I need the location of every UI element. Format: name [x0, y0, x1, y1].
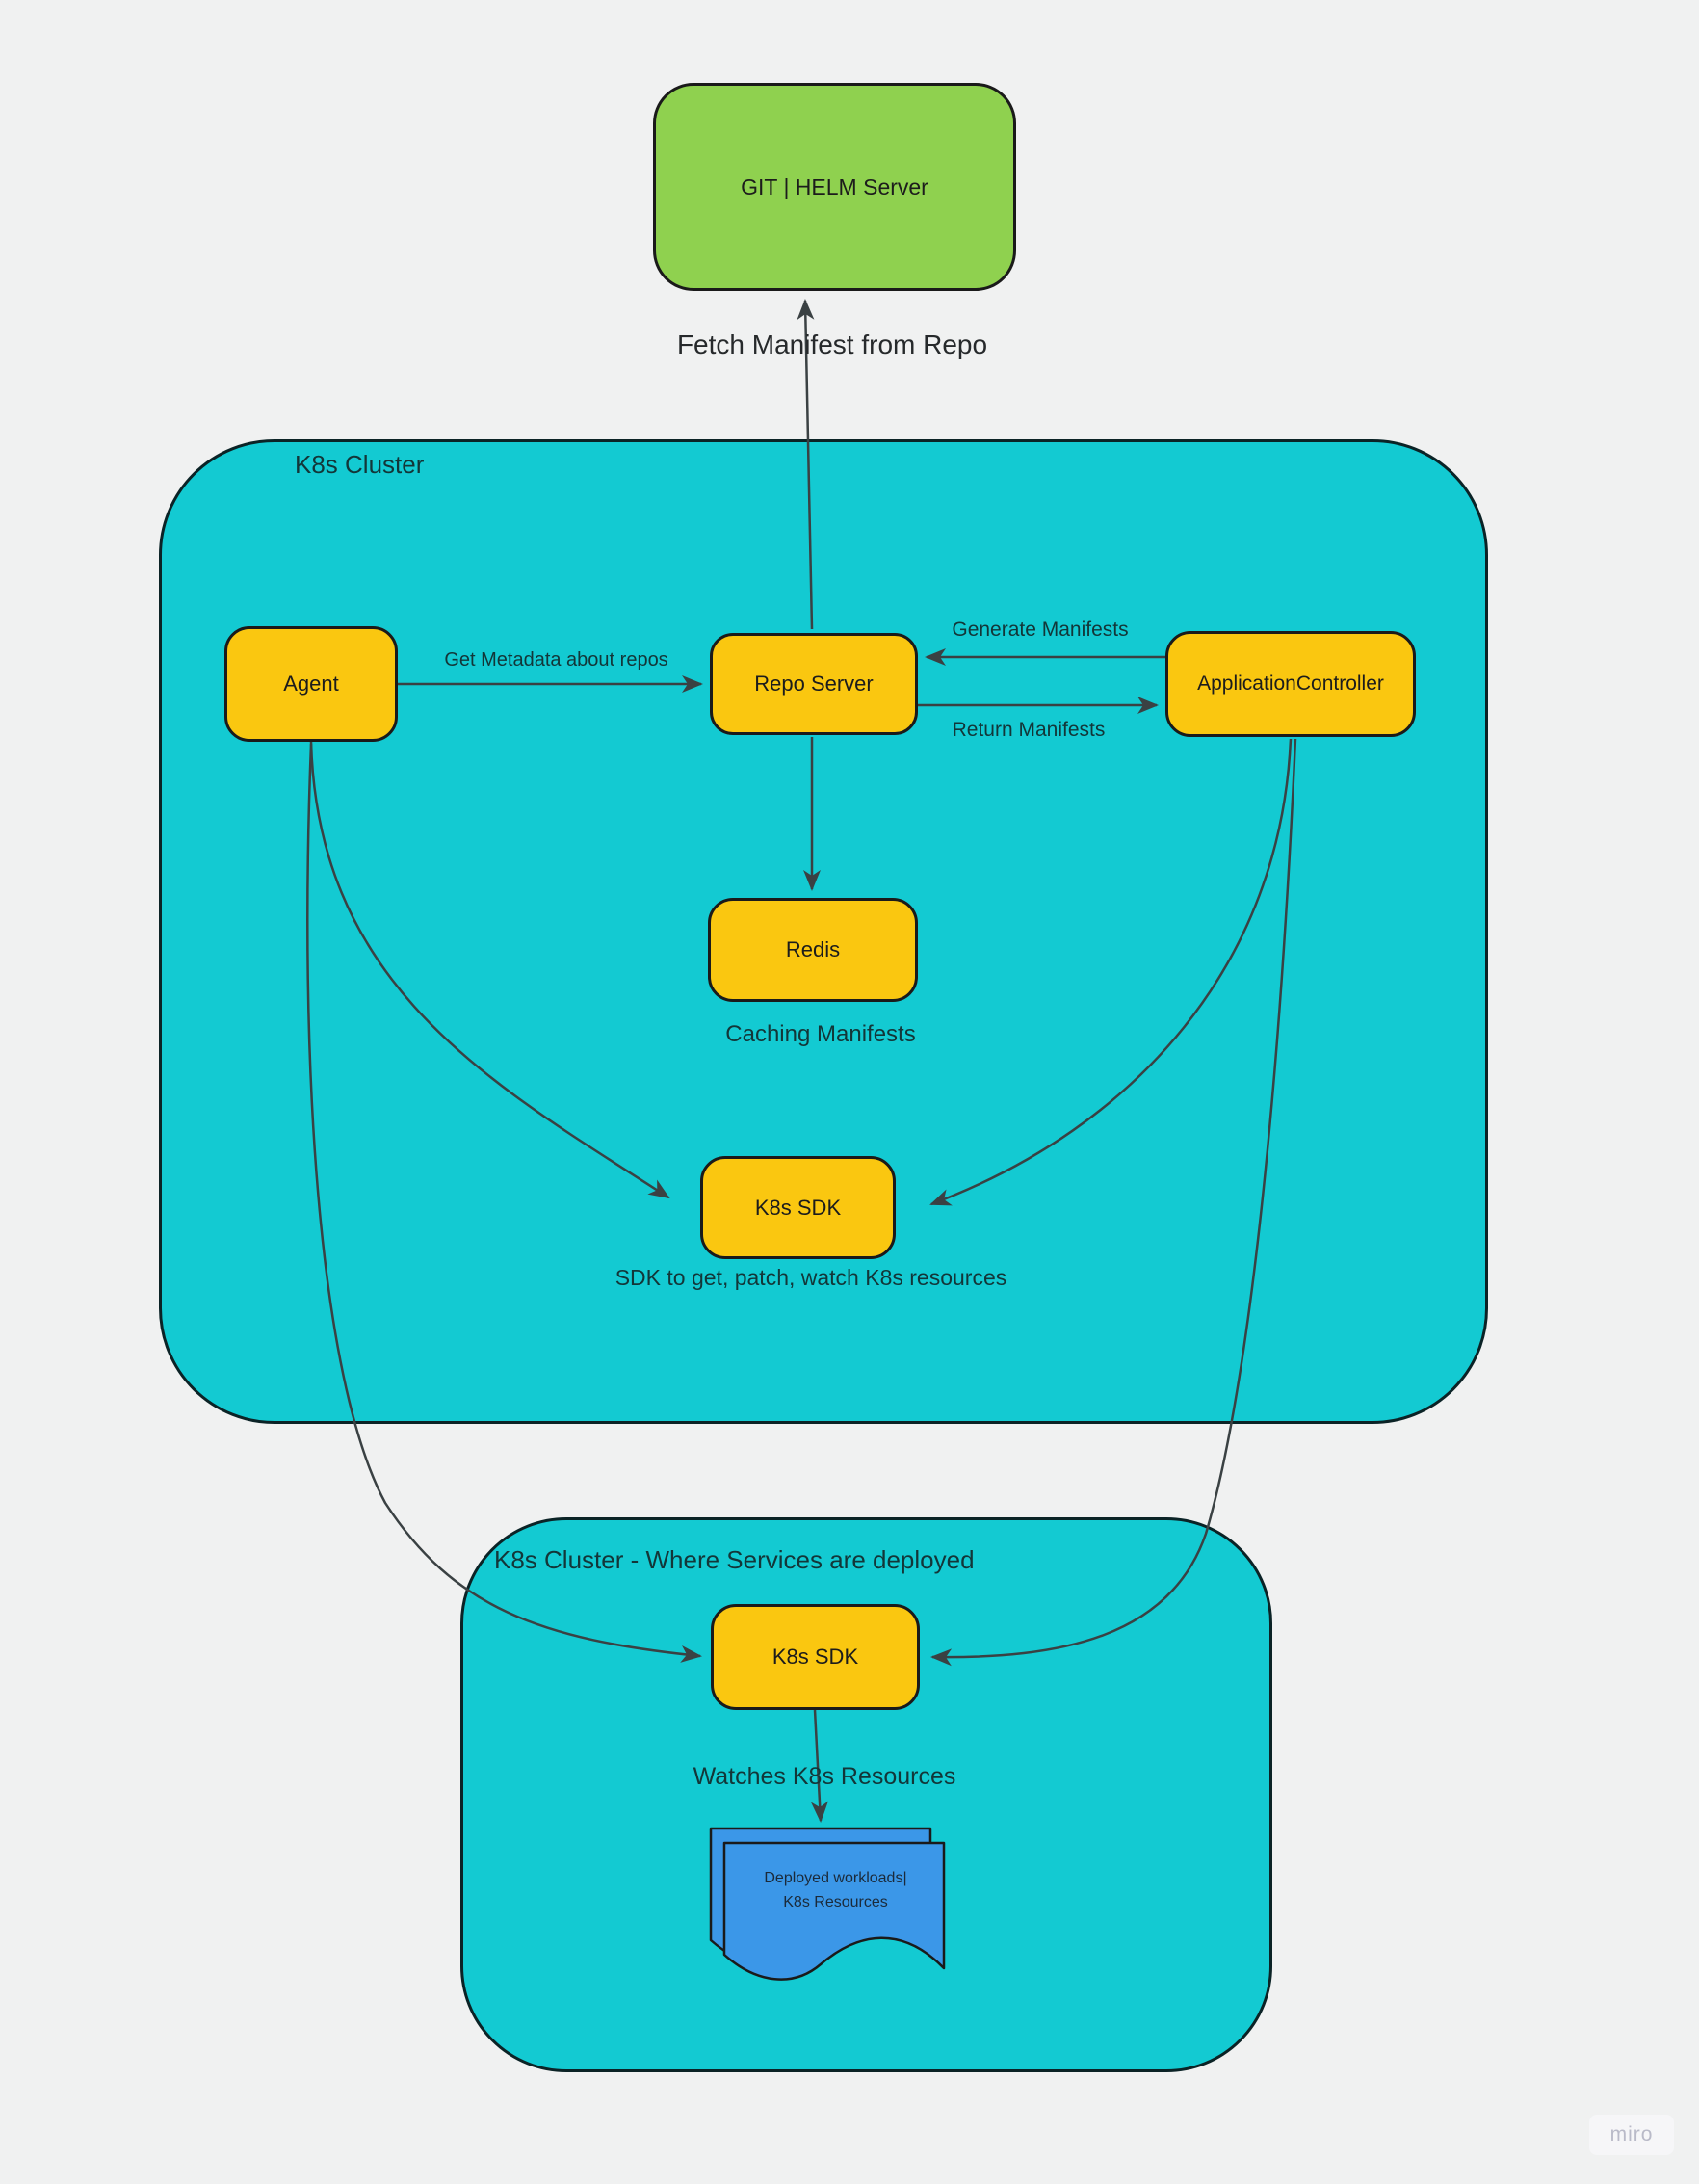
connector-agent-to-sdk-main[interactable]	[309, 741, 670, 1199]
node-k8s-sdk-main-label: K8s SDK	[754, 1195, 842, 1220]
node-repo-server[interactable]: Repo Server	[710, 633, 918, 735]
node-git-helm-server-label: GIT | HELM Server	[741, 173, 928, 199]
node-deployed-workloads-doc[interactable]	[709, 1827, 948, 1995]
label-watches-k8s-resources[interactable]: Watches K8s Resources	[693, 1763, 956, 1790]
deployed-workloads-label: Deployed workloads| K8s Resources	[727, 1867, 944, 1915]
deployed-workloads-label-line1: Deployed workloads|	[764, 1870, 907, 1886]
node-application-controller[interactable]: ApplicationController	[1165, 631, 1416, 737]
node-redis-label: Redis	[785, 937, 841, 961]
node-k8s-sdk-deploy[interactable]: K8s SDK	[711, 1604, 920, 1710]
connector-repo-to-git[interactable]	[797, 299, 815, 630]
node-agent-label: Agent	[283, 671, 339, 696]
doc-front-sheet	[722, 1841, 946, 1981]
node-repo-server-label: Repo Server	[754, 671, 874, 696]
deployed-workloads-label-line2: K8s Resources	[783, 1893, 888, 1910]
label-get-metadata[interactable]: Get Metadata about repos	[444, 649, 668, 671]
connector-sdk-deploy-to-workloads[interactable]	[810, 1709, 828, 1823]
node-k8s-sdk-main[interactable]: K8s SDK	[700, 1156, 896, 1259]
cluster-k8s-main-label: K8s Cluster	[295, 450, 425, 479]
miro-watermark[interactable]: miro	[1589, 2115, 1674, 2155]
label-fetch-manifest[interactable]: Fetch Manifest from Repo	[676, 329, 988, 359]
node-application-controller-label: ApplicationController	[1197, 672, 1384, 695]
label-return-manifests[interactable]: Return Manifests	[952, 719, 1106, 741]
label-generate-manifests[interactable]: Generate Manifests	[952, 618, 1129, 641]
node-git-helm-server[interactable]: GIT | HELM Server	[653, 83, 1016, 291]
connector-appctrl-to-sdk-main[interactable]	[929, 738, 1293, 1206]
node-redis[interactable]: Redis	[708, 898, 918, 1002]
cluster-k8s-deploy-label: K8s Cluster - Where Services are deploye…	[494, 1545, 975, 1574]
label-sdk-description[interactable]: SDK to get, patch, watch K8s resources	[614, 1265, 1007, 1290]
connector-appctrl-to-sdk-deploy[interactable]	[930, 738, 1297, 1667]
node-agent[interactable]: Agent	[224, 626, 398, 742]
node-k8s-sdk-deploy-label: K8s SDK	[771, 1645, 859, 1669]
connector-agent-to-sdk-deploy[interactable]	[306, 743, 702, 1663]
label-caching-manifests[interactable]: Caching Manifests	[725, 1021, 916, 1047]
